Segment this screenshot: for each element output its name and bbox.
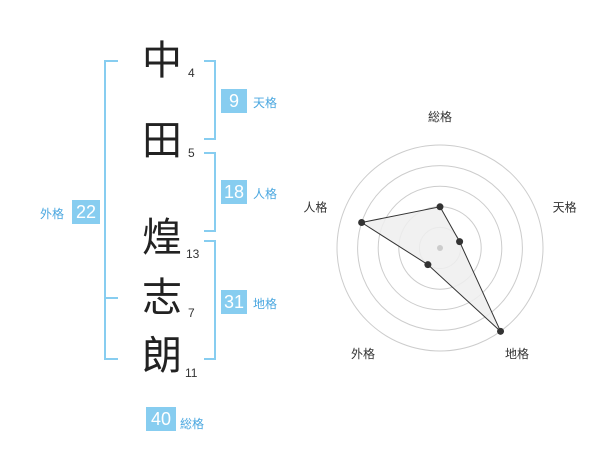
name-char-4: 志 (142, 275, 182, 321)
stroke-count-2: 5 (188, 146, 195, 160)
soukaku-value: 40 (146, 407, 176, 431)
radar-axis-label-1: 総格 (428, 109, 452, 124)
radar-grid-ring-5 (336, 144, 544, 352)
stroke-count-4: 7 (188, 306, 195, 320)
name-char-1: 中 (142, 38, 182, 84)
gaikaku-bracket-tick (104, 297, 118, 299)
radar-axis-label-2: 天格 (553, 200, 577, 215)
name-char-3: 煌 (142, 215, 182, 261)
jinkaku-label: 人格 (253, 187, 278, 201)
jinkaku-bracket (204, 152, 216, 232)
radar-polygon (360, 206, 501, 332)
radar-point-1 (436, 203, 444, 211)
chikaku-label: 地格 (253, 297, 278, 311)
radar-axis-label-5: 人格 (303, 200, 327, 215)
radar-grid-ring-3 (377, 185, 503, 311)
name-char-2: 田 (142, 118, 182, 164)
name-char-5: 朗 (142, 333, 182, 379)
stroke-count-1: 4 (188, 66, 195, 80)
chikaku-value: 31 (221, 290, 247, 314)
radar-point-2 (456, 238, 464, 246)
tenkaku-label: 天格 (253, 96, 278, 110)
radar-point-5 (358, 219, 366, 227)
tenkaku-value: 9 (221, 89, 247, 113)
radar-point-4 (424, 261, 432, 269)
chikaku-bracket (204, 240, 216, 360)
stroke-count-3: 13 (186, 247, 200, 261)
radar-axis-label-3: 地格 (505, 346, 529, 361)
stroke-count-5: 11 (185, 366, 198, 380)
soukaku-label: 総格 (180, 417, 205, 431)
gaikaku-label: 外格 (40, 207, 65, 221)
gaikaku-value: 22 (72, 200, 100, 224)
radar-center-dot (437, 245, 443, 251)
tenkaku-bracket (204, 60, 216, 140)
radar-grid-ring-4 (357, 165, 523, 331)
radar-point-3 (497, 327, 505, 335)
radar-axis-label-4: 外格 (351, 346, 375, 361)
jinkaku-value: 18 (221, 180, 247, 204)
gaikaku-bracket (104, 60, 118, 360)
